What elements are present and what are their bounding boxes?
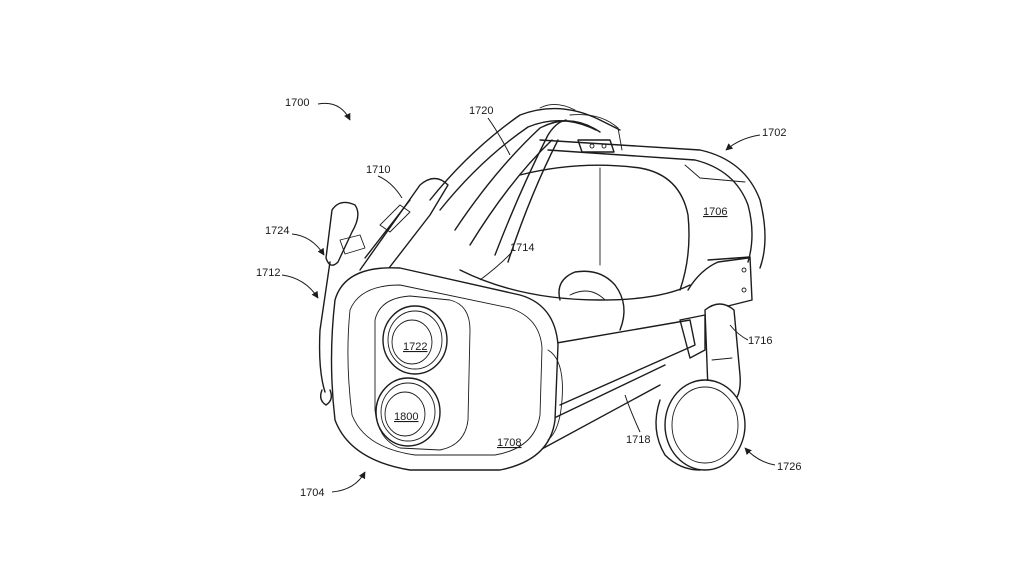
- label-1706: 1706: [703, 206, 727, 218]
- label-1710: 1710: [366, 164, 390, 176]
- front-cover: [330, 267, 563, 471]
- lens-lower: [375, 377, 441, 447]
- label-1718: 1718: [626, 434, 650, 446]
- label-1724: 1724: [265, 225, 289, 237]
- reference-labels: 1700 1702 1704 1706 1708 1710 1712 1714 …: [256, 97, 801, 499]
- label-1722: 1722: [403, 341, 427, 353]
- top-strap: [429, 104, 623, 263]
- label-1708: 1708: [497, 437, 521, 449]
- headphone-right: [655, 303, 746, 471]
- label-1726: 1726: [777, 461, 801, 473]
- rear-body-frame: [519, 139, 766, 311]
- lead-lines: [281, 102, 776, 493]
- label-1714: 1714: [510, 242, 534, 254]
- lens-upper: [382, 305, 448, 375]
- label-1712: 1712: [256, 267, 280, 279]
- label-1702: 1702: [762, 127, 786, 139]
- label-1720: 1720: [469, 105, 493, 117]
- label-1716: 1716: [748, 335, 772, 347]
- label-1800: 1800: [394, 411, 418, 423]
- main-body: [459, 269, 706, 451]
- side-strap-left: [318, 177, 449, 406]
- label-1704: 1704: [300, 487, 324, 499]
- label-1700: 1700: [285, 97, 309, 109]
